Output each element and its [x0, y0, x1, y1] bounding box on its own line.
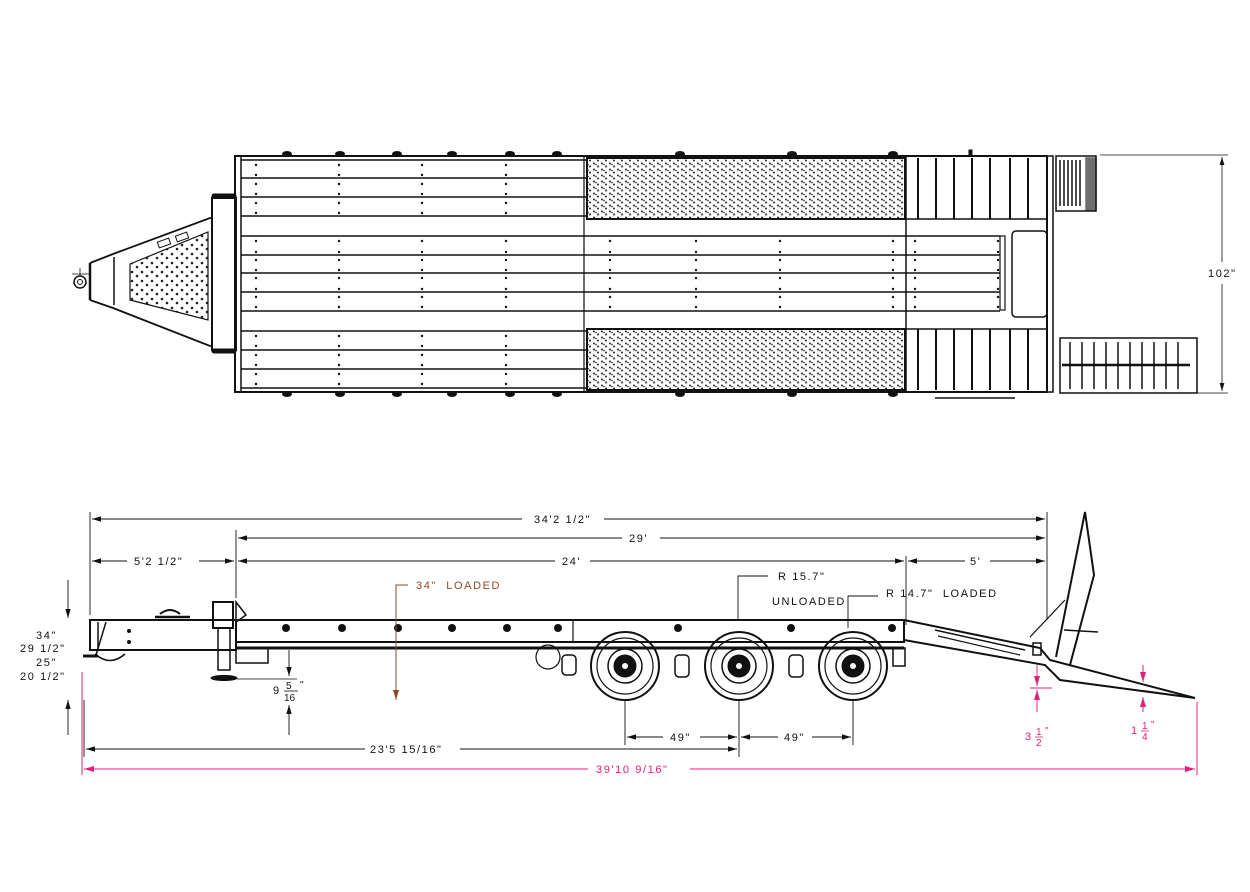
jack-clearance-unit: ": [300, 680, 304, 691]
loaded-height-leader: [393, 584, 408, 700]
main-deck-with-tail-label: 29': [629, 533, 648, 545]
height-20-5: 20 1/2": [20, 671, 66, 683]
height-25: 25": [36, 657, 57, 669]
ramp-gap-1-num: 1: [1036, 727, 1042, 738]
tread-plate-lower: [586, 328, 906, 391]
axle-spacing-2-label: 49": [784, 732, 805, 744]
jack-clearance-num: 5: [286, 681, 292, 692]
side-dimensions: [65, 512, 1048, 757]
ramp-gap-1-unit: ": [1045, 726, 1049, 737]
ramp-gap-1-den: 2: [1036, 738, 1042, 749]
tongue-top: [72, 193, 237, 354]
jack-clearance-whole: 9: [273, 685, 281, 697]
beavertail-slats: [906, 158, 1047, 390]
tire-radius-unloaded-value: R 15.7": [778, 571, 826, 583]
side-view: [83, 511, 1196, 701]
ramp-gap-1-whole: 3: [1025, 731, 1033, 743]
overall-length-dimension: [81, 665, 1198, 775]
tongue-length-label: 5'2 1/2": [134, 556, 183, 568]
d-rings: [282, 624, 896, 632]
jack-clearance-den: 16: [284, 693, 296, 704]
height-29-5: 29 1/2": [20, 643, 66, 655]
ramp-gap-2-unit: ": [1151, 720, 1155, 731]
ramp-gap-2-whole: 1: [1131, 725, 1139, 737]
top-view: [72, 149, 1228, 399]
width-label: 102": [1208, 268, 1237, 280]
ramp-gap-2-num: 1: [1142, 721, 1148, 732]
tire-radius-unloaded-label: UNLOADED: [772, 596, 846, 608]
overall-deck-length-label: 34'2 1/2": [534, 514, 591, 526]
deck-height-loaded-label: 34" LOADED: [416, 580, 501, 592]
main-deck-length-label: 24': [562, 556, 581, 568]
tread-plate-upper: [586, 157, 906, 220]
axle-spacing-1-label: 49": [670, 732, 691, 744]
stake-pockets: [282, 151, 898, 397]
ramp-gap-2-den: 4: [1142, 732, 1148, 743]
width-dimension: [1100, 154, 1228, 394]
front-upper-boards: [241, 159, 1000, 389]
overall-length-label: 39'10 9/16": [596, 764, 669, 776]
deck-bolts: [254, 163, 1000, 386]
tail-length-label: 5': [970, 556, 981, 568]
height-34: 34": [36, 630, 57, 642]
ramps-top: [1046, 155, 1198, 394]
tire-radius-loaded-label: R 14.7" LOADED: [886, 588, 998, 600]
coupler-to-center-axle-label: 23'5 15/16": [370, 744, 443, 756]
